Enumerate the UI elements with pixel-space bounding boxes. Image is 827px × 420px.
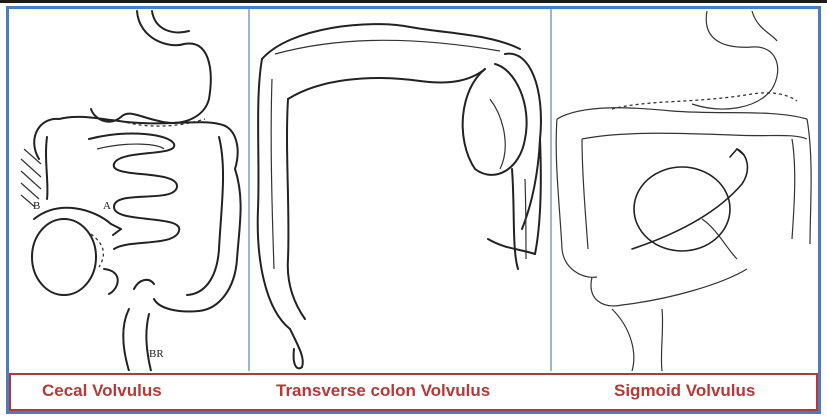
top-rule: [0, 0, 827, 3]
artist-signature: BR: [149, 348, 164, 360]
label-a: A: [103, 200, 111, 212]
label-b: B: [33, 200, 40, 212]
caption-transverse-colon-volvulus: Transverse colon Volvulus: [276, 381, 490, 401]
panel-sigmoid-volvulus: [552, 9, 818, 371]
panel-divider: [550, 9, 552, 371]
caption-cecal-volvulus: Cecal Volvulus: [42, 381, 162, 401]
caption-sigmoid-volvulus: Sigmoid Volvulus: [614, 381, 755, 401]
cecal-volvulus-illustration: B A BR: [9, 9, 248, 371]
panel-transverse-colon-volvulus: [250, 9, 550, 371]
panel-cecal-volvulus: B A BR: [9, 9, 248, 371]
transverse-colon-volvulus-illustration: [250, 9, 550, 371]
panel-divider: [248, 9, 250, 371]
sigmoid-volvulus-illustration: [552, 9, 818, 371]
